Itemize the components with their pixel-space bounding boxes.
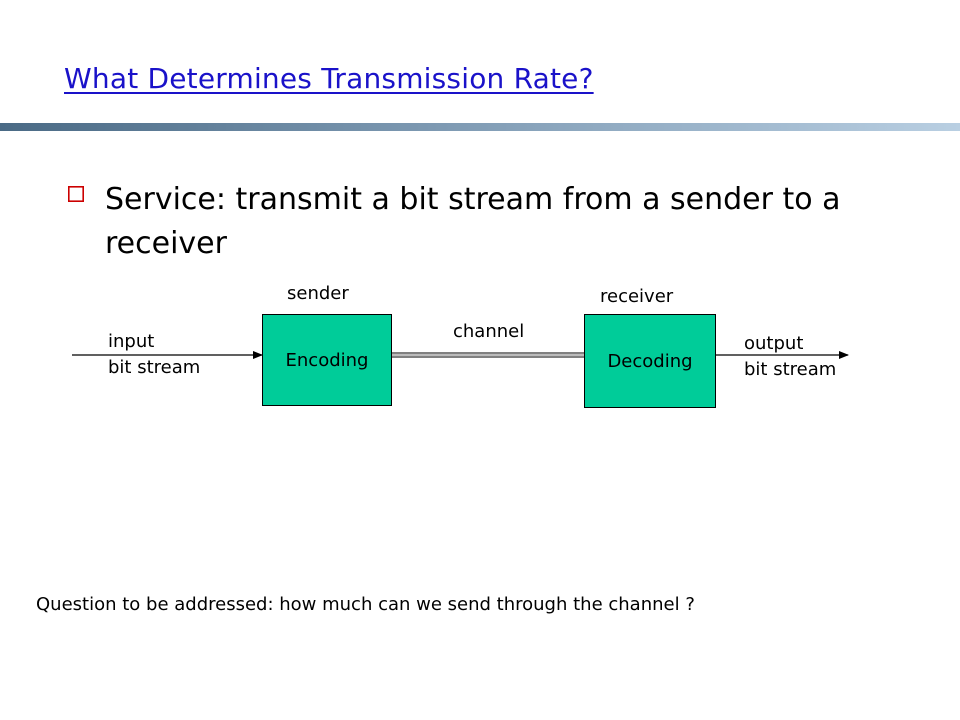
encoder-box-label: Encoding bbox=[285, 349, 369, 371]
square-bullet-icon bbox=[68, 186, 84, 202]
bullet-text: Service: transmit a bit stream from a se… bbox=[105, 182, 841, 261]
output-label-line-1: output bbox=[744, 333, 804, 354]
input-label-line-2: bit stream bbox=[108, 357, 201, 378]
receiver-label: receiver bbox=[600, 286, 674, 307]
input-label-line-1: input bbox=[108, 331, 155, 352]
decoder-box: Decoding bbox=[584, 314, 716, 408]
input-label: input bit stream bbox=[108, 329, 200, 381]
output-label-line-2: bit stream bbox=[744, 359, 837, 380]
encoder-box: Encoding bbox=[262, 314, 392, 406]
slide-title[interactable]: What Determines Transmission Rate? bbox=[64, 62, 594, 95]
question-text: Question to be addressed: how much can w… bbox=[36, 594, 695, 615]
title-divider-bar bbox=[0, 123, 960, 131]
channel-label: channel bbox=[453, 321, 525, 342]
decoder-box-label: Decoding bbox=[607, 350, 693, 372]
sender-label: sender bbox=[287, 283, 349, 304]
output-label: output bit stream bbox=[744, 331, 836, 383]
channel-line bbox=[392, 352, 584, 358]
